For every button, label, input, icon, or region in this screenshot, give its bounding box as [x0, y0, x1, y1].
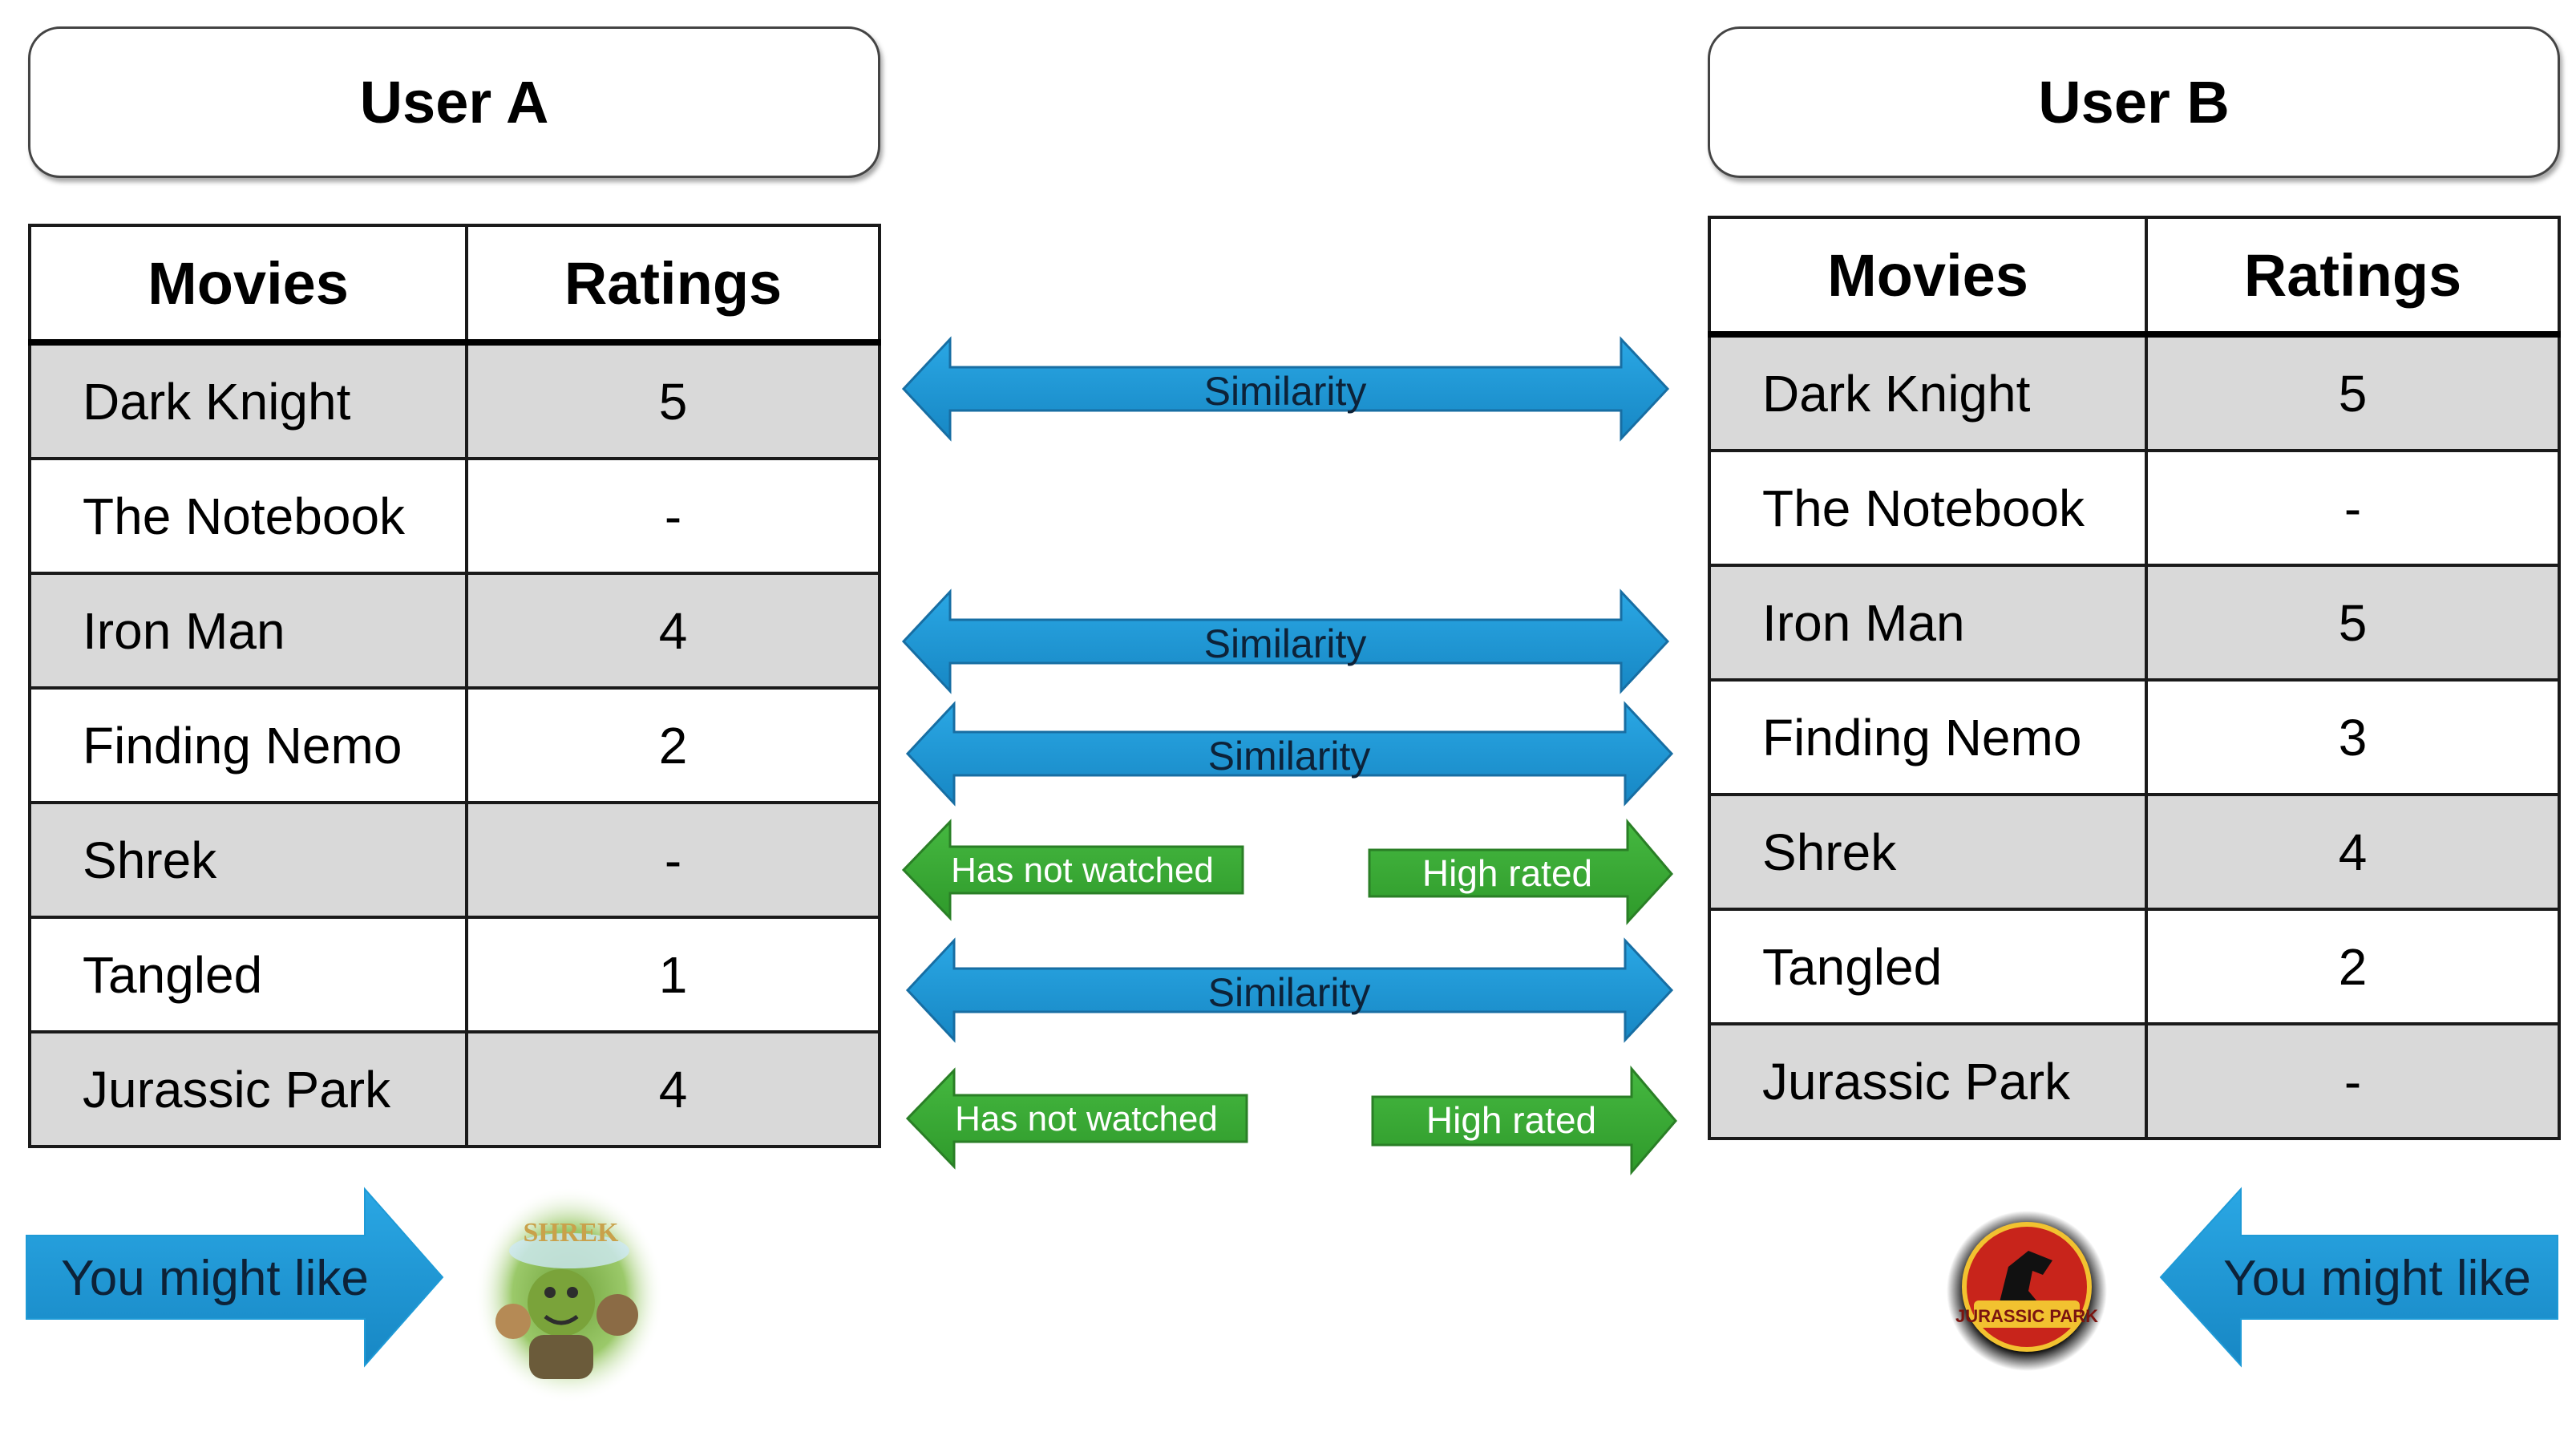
- high-rated-label: High rated: [1426, 1099, 1596, 1141]
- not-watched-arrow-jurassic-park: Has not watched: [905, 1067, 1248, 1170]
- similarity-arrow-dark-knight: Similarity: [901, 336, 1670, 442]
- ratings-header: Ratings: [2145, 216, 2561, 338]
- rating-cell: 1: [465, 916, 881, 1033]
- user-a-title-box: User A: [28, 26, 880, 178]
- you-might-like-arrow-user-a: You might like: [26, 1187, 444, 1368]
- movies-header: Movies: [28, 224, 468, 346]
- user-b-title-box: User B: [1708, 26, 2560, 178]
- shrek-poster-image: SHREK: [475, 1187, 664, 1403]
- rating-cell: 5: [2145, 333, 2561, 452]
- user-b-title: User B: [2038, 69, 2230, 136]
- you-might-like-arrow-user-b: You might like: [2159, 1187, 2558, 1368]
- rating-cell: -: [2145, 449, 2561, 567]
- rating-cell: 5: [2145, 564, 2561, 682]
- movie-cell: Iron Man: [1708, 564, 2148, 682]
- not-watched-label: Has not watched: [955, 1099, 1218, 1139]
- table-row: The Notebook-: [28, 457, 881, 575]
- rating-cell: 4: [2145, 793, 2561, 911]
- user-a-title: User A: [359, 69, 549, 136]
- ratings-header: Ratings: [465, 224, 881, 346]
- movie-cell: Shrek: [28, 801, 468, 919]
- movie-cell: Iron Man: [28, 572, 468, 690]
- table-row: Jurassic Park-: [1708, 1022, 2561, 1140]
- rating-cell: -: [465, 801, 881, 919]
- high-rated-label: High rated: [1422, 852, 1592, 894]
- you-might-like-label: You might like: [61, 1251, 369, 1306]
- jurassic-park-logo-text: JURASSIC PARK: [1955, 1306, 2098, 1326]
- similarity-label: Similarity: [1208, 734, 1371, 779]
- similarity-arrow-tangled: Similarity: [905, 937, 1674, 1043]
- high-rated-arrow-shrek: High rated: [1368, 818, 1673, 925]
- rating-cell: 2: [2145, 908, 2561, 1025]
- movie-cell: Finding Nemo: [28, 686, 468, 804]
- movie-cell: Dark Knight: [28, 341, 468, 460]
- table-header-row: Movies Ratings: [1708, 216, 2561, 338]
- movie-cell: Tangled: [1708, 908, 2148, 1025]
- rating-cell: -: [2145, 1022, 2561, 1140]
- similarity-label: Similarity: [1204, 621, 1367, 666]
- movie-cell: Shrek: [1708, 793, 2148, 911]
- jurassic-park-logo-image: JURASSIC PARK: [1947, 1211, 2107, 1371]
- similarity-label: Similarity: [1208, 970, 1371, 1015]
- shrek-logo-text: SHREK: [523, 1218, 619, 1248]
- rating-cell: 4: [465, 572, 881, 690]
- movie-cell: Dark Knight: [1708, 333, 2148, 452]
- high-rated-arrow-jurassic-park: High rated: [1371, 1065, 1677, 1176]
- movie-cell: Tangled: [28, 916, 468, 1033]
- table-row: The Notebook-: [1708, 449, 2561, 567]
- rating-cell: 4: [465, 1030, 881, 1148]
- movie-cell: Jurassic Park: [1708, 1022, 2148, 1140]
- similarity-arrow-finding-nemo: Similarity: [905, 701, 1674, 807]
- you-might-like-label: You might like: [2223, 1251, 2531, 1306]
- movie-cell: Jurassic Park: [28, 1030, 468, 1148]
- rating-cell: 2: [465, 686, 881, 804]
- movie-cell: The Notebook: [1708, 449, 2148, 567]
- rating-cell: -: [465, 457, 881, 575]
- table-header-row: Movies Ratings: [28, 224, 881, 346]
- movies-header: Movies: [1708, 216, 2148, 338]
- not-watched-label: Has not watched: [951, 851, 1214, 890]
- similarity-arrow-iron-man: Similarity: [901, 589, 1670, 694]
- table-row: Shrek-: [28, 801, 881, 919]
- rating-cell: 5: [465, 341, 881, 460]
- movie-cell: Finding Nemo: [1708, 678, 2148, 796]
- similarity-label: Similarity: [1204, 369, 1367, 414]
- movie-cell: The Notebook: [28, 457, 468, 575]
- not-watched-arrow-shrek: Has not watched: [901, 819, 1244, 921]
- rating-cell: 3: [2145, 678, 2561, 796]
